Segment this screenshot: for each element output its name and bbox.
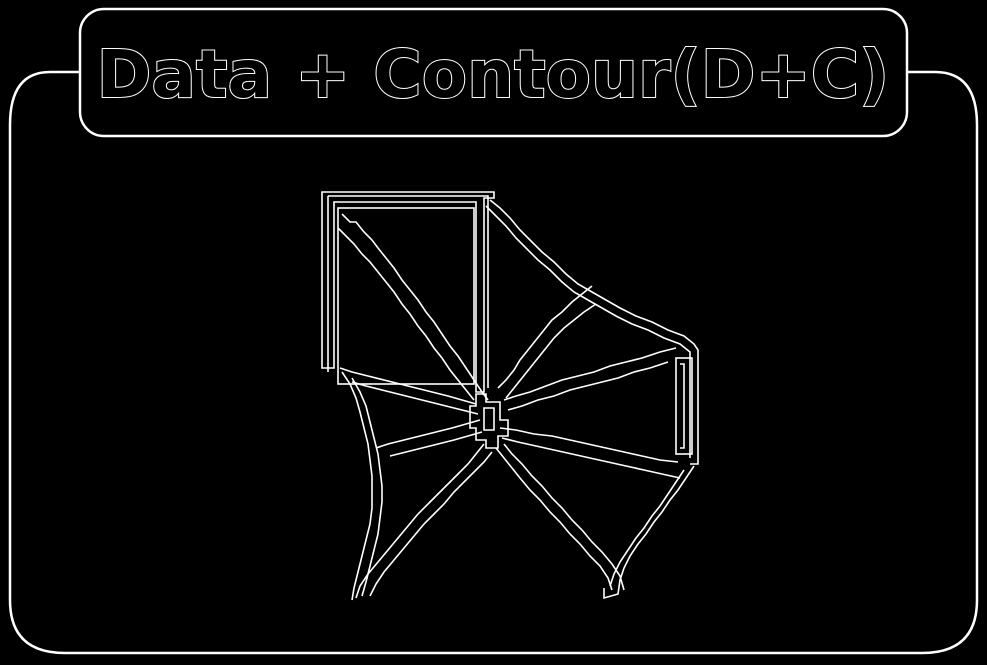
leg-right-inner [609,469,685,587]
seat-side-panel [675,357,693,455]
panel-title: Data + Contour(D+C) [97,36,890,113]
spoke-left-upper-2 [351,381,479,415]
spoke-right-upper [503,347,677,401]
center-hub-inner [483,407,495,431]
chair-back-outer [321,191,495,393]
spoke-lower-left-2 [369,451,493,597]
spoke-right-lower-2 [501,437,681,479]
spoke-right-lower [499,427,679,463]
back-diagonal-2 [337,227,475,401]
leg-left-inner [351,377,383,597]
spoke-right-upper-2 [507,361,669,411]
panel-frame [8,70,979,655]
seat-side-panel-inner [680,363,685,449]
spoke-left-lower-2 [389,431,483,457]
spoke-left-lower [375,419,481,449]
chair-back-frame [337,207,475,385]
back-diagonal [341,213,489,401]
leg-right [603,465,695,600]
seat-right-edge-inner [485,205,691,458]
spoke-left-upper [339,367,477,405]
chair-back-inner [327,195,489,388]
seat-right-edge [489,199,699,465]
chair-contour-icon [321,191,699,601]
center-hub [469,393,509,449]
leg-left [341,371,373,601]
spoke-lower-right-2 [503,443,625,591]
spoke-upper-right [497,285,593,389]
spoke-lower-left [355,443,485,599]
title-tab [78,7,909,138]
spoke-upper-right-2 [505,303,597,399]
spoke-lower-right [495,447,613,591]
